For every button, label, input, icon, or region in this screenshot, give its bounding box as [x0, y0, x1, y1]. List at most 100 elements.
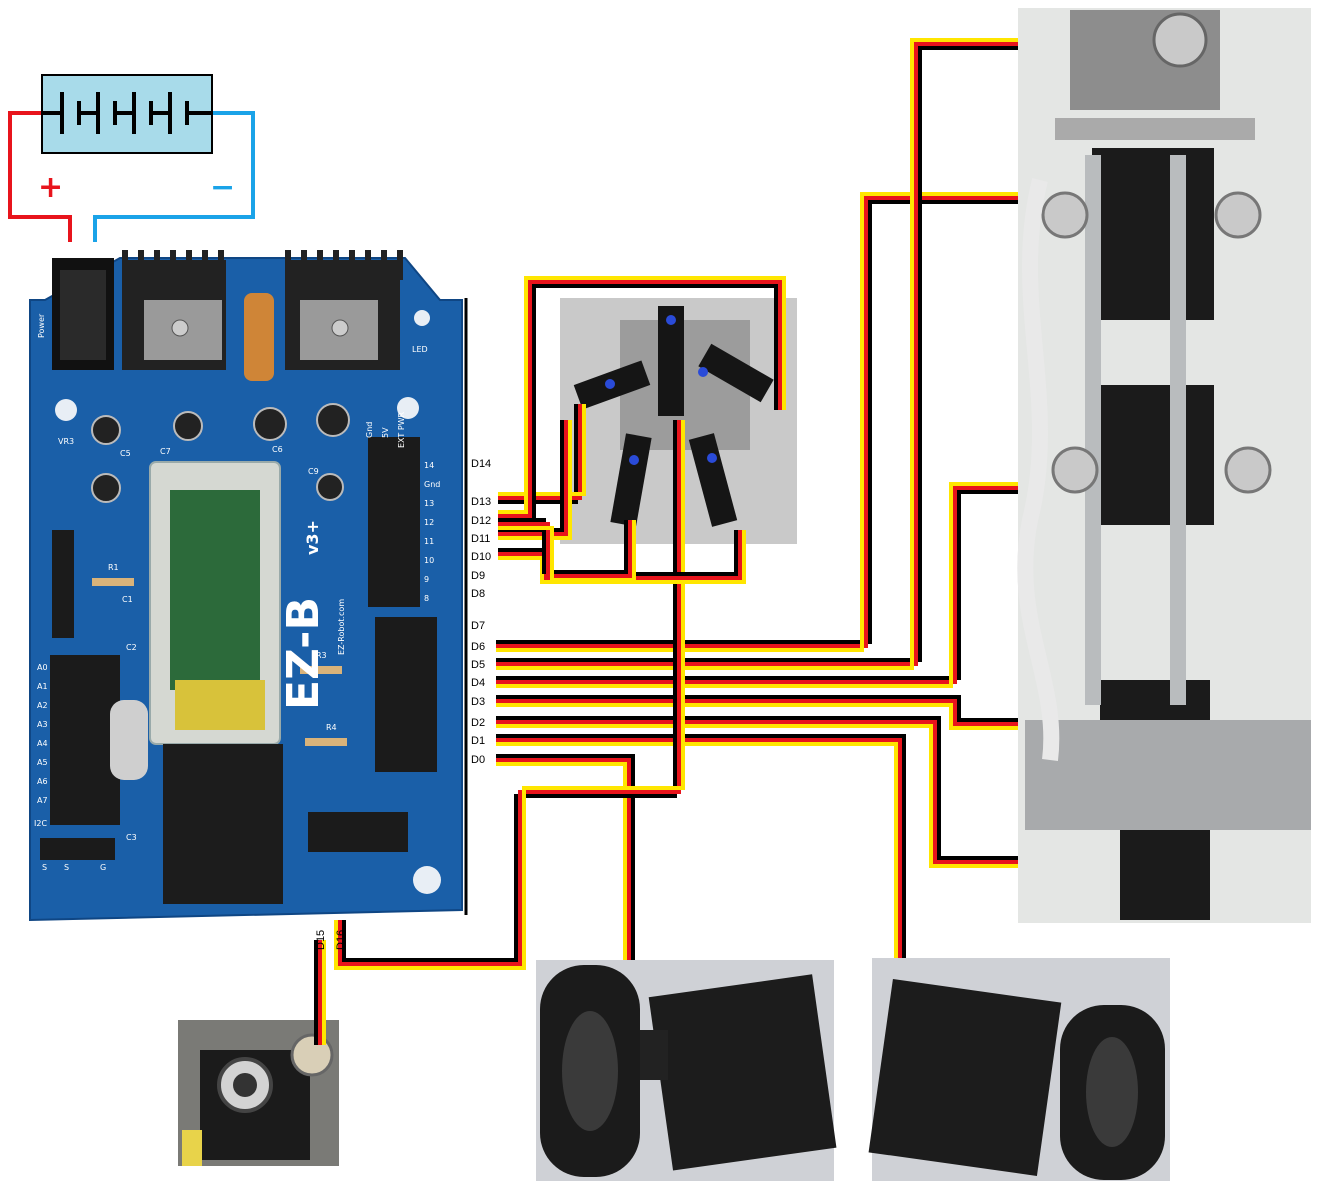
- d4-arm-cable-signal-wire: [496, 482, 1018, 688]
- pin-label-d9: D9: [471, 570, 485, 582]
- silk-c2: C2: [126, 643, 137, 652]
- silk-r1: R1: [108, 563, 119, 572]
- bottom-header: [308, 812, 408, 852]
- silk-pin-7: 8: [424, 594, 429, 603]
- silk-a5: A5: [37, 758, 48, 767]
- silk-pin-6: 9: [424, 575, 429, 584]
- battery-negative-wire: [93, 111, 255, 242]
- silk-c1: C1: [122, 595, 133, 604]
- battery-positive-wire: [8, 111, 72, 242]
- silk-led: LED: [412, 345, 428, 354]
- d11-sensor-cable-power-wire: [498, 420, 568, 536]
- voltage-regulator-heatsink: [122, 250, 226, 370]
- pin-label-d5: D5: [471, 659, 485, 671]
- pin-label-d10: D10: [471, 551, 491, 563]
- pin-label-d4: D4: [471, 677, 485, 689]
- left-wheel: [536, 960, 837, 1181]
- pin-label-d11: D11: [471, 533, 490, 545]
- silk-pin-3: 12: [424, 518, 434, 527]
- pin-label-d1: D1: [471, 735, 485, 747]
- digital-header-bottom: [375, 617, 437, 772]
- d12-sensor-lower-cable-signal-wire: [498, 520, 636, 582]
- d4-arm-cable-ground-wire: [496, 490, 1018, 680]
- pin-label-d6: D6: [471, 641, 485, 653]
- d2-arm-cable-power-wire: [496, 720, 1018, 864]
- d1-right-wheel-cable-signal-wire: [496, 742, 898, 958]
- d4-arm-cable-power-wire: [496, 486, 1018, 684]
- board-version: v3+: [303, 520, 322, 555]
- d2-arm-cable-ground-wire: [496, 716, 1018, 860]
- silk-a1: A1: [37, 682, 48, 691]
- silk-a4: A4: [37, 739, 48, 748]
- digital-header-top: [368, 437, 420, 607]
- capacitors: [91, 403, 350, 503]
- pin-label-d0: D0: [471, 754, 485, 766]
- d0-left-wheel-cable-ground-wire: [496, 754, 635, 960]
- pin-label-d15: D15: [315, 930, 327, 950]
- d1-right-wheel-cable-power-wire: [496, 738, 902, 958]
- d16-sensor-cable-power-wire: [338, 420, 681, 966]
- silk-header-1: 5V: [381, 427, 390, 438]
- d12-sensor-lower-cable-power-wire: [498, 520, 632, 578]
- d3-arm-cable-ground-wire: [496, 695, 1018, 722]
- positive-sign: +: [38, 170, 63, 205]
- microcontroller-chip: [163, 744, 283, 904]
- silk-a7: A7: [37, 796, 48, 805]
- voltage-regulator-heatsink-2: [285, 250, 403, 370]
- ez-b-board: EZ-B v3+ EZ-Robot.com Power LED VR3 C5 C…: [29, 250, 463, 922]
- d11-sensor-cable-signal-wire: [498, 420, 572, 540]
- silk-c7: C7: [160, 447, 171, 456]
- d10-sensor-cable-signal-wire: [498, 530, 746, 584]
- d12-sensor-top-cable-power-wire: [498, 280, 782, 518]
- silk-header-0: Gnd: [365, 422, 374, 438]
- silk-c6: C6: [272, 445, 283, 454]
- d12-sensor-lower-cable-ground-wire: [498, 518, 628, 574]
- pin-labels-bottom: D15 D16: [315, 930, 347, 950]
- d5-arm-cable-ground-wire: [496, 46, 1018, 662]
- pin-label-d7: D7: [471, 620, 485, 632]
- power-header-labels: Gnd 5V EXT PWR: [365, 411, 406, 448]
- pin-label-d8: D8: [471, 588, 485, 600]
- silk-c5: C5: [120, 449, 131, 458]
- silk-i2c-pin-2: G: [100, 863, 106, 872]
- d0-left-wheel-cable-signal-wire: [496, 762, 627, 960]
- left-header: [52, 530, 74, 638]
- pin-label-d3: D3: [471, 696, 485, 708]
- board-url: EZ-Robot.com: [337, 599, 346, 655]
- d3-arm-cable-power-wire: [496, 699, 1018, 726]
- silk-a3: A3: [37, 720, 48, 729]
- silk-power: Power: [37, 313, 46, 338]
- d1-right-wheel-cable-ground-wire: [496, 734, 906, 958]
- right-wheel: [868, 958, 1170, 1181]
- d16-sensor-cable-signal-wire: [334, 420, 685, 970]
- board-brand: EZ-B: [278, 597, 329, 710]
- d16-sensor-cable-ground-wire: [342, 420, 677, 962]
- pin-label-d12: D12: [471, 515, 491, 527]
- d3-arm-cable-signal-wire: [496, 703, 1018, 730]
- d0-left-wheel-cable-power-wire: [496, 758, 631, 960]
- silk-pin-2: 13: [424, 499, 434, 508]
- silk-i2c-pin-0: S: [42, 863, 47, 872]
- pin-label-d16: D16: [335, 930, 347, 950]
- silk-a2: A2: [37, 701, 48, 710]
- pin-label-d2: D2: [471, 717, 485, 729]
- i2c-header: [40, 838, 115, 860]
- silk-vr3: VR3: [58, 437, 74, 446]
- silk-i2c: I2C: [34, 819, 47, 828]
- d5-arm-cable-power-wire: [496, 42, 1018, 666]
- d2-arm-cable-signal-wire: [496, 724, 1018, 868]
- d5-arm-cable-signal-wire: [496, 38, 1018, 670]
- d12-sensor-top-cable-signal-wire: [498, 276, 786, 514]
- silk-a0: A0: [37, 663, 48, 672]
- pin-label-d13: D13: [471, 496, 491, 508]
- silk-pin-0: 14: [424, 461, 434, 470]
- negative-sign: −: [210, 170, 235, 205]
- silk-header-2: EXT PWR: [397, 411, 406, 448]
- battery-pack: + −: [8, 74, 255, 242]
- silk-c9: C9: [308, 467, 319, 476]
